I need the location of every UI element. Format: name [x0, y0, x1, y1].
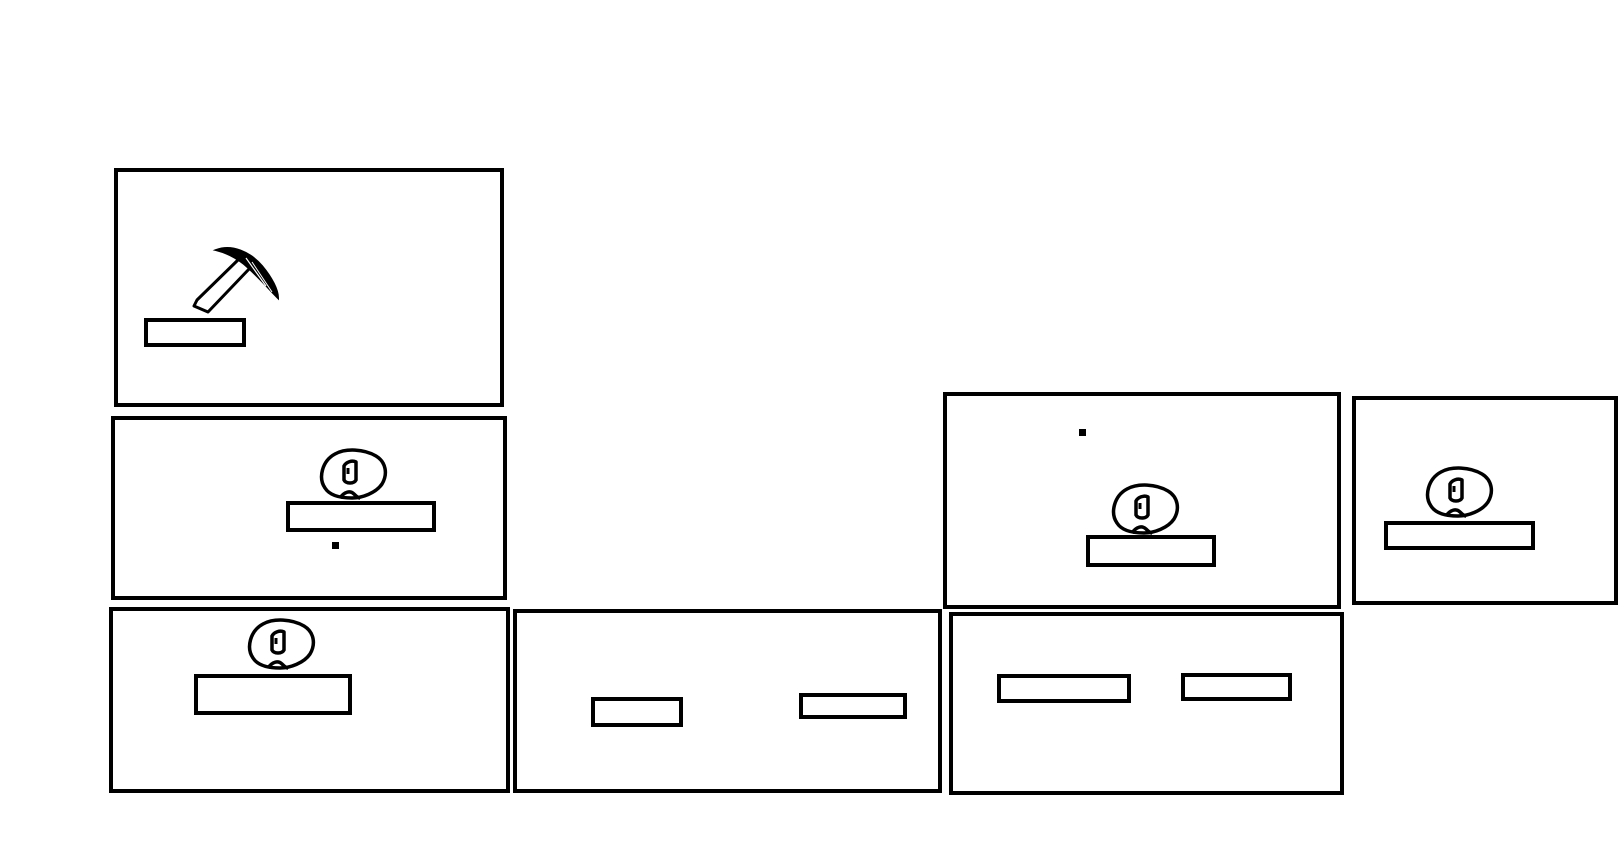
room-border	[111, 416, 507, 600]
ledge-platform	[1181, 673, 1292, 701]
room-border	[1352, 396, 1618, 605]
ledge-platform	[144, 318, 246, 347]
room-upper-right	[943, 392, 1341, 609]
rock-creature-icon[interactable]	[247, 618, 316, 670]
room-bottom-right	[949, 612, 1344, 795]
room-border	[109, 607, 510, 793]
ledge-platform	[799, 693, 907, 719]
room-bottom-left	[109, 607, 510, 793]
ledge-platform	[194, 674, 352, 715]
dot-marker	[1079, 429, 1086, 436]
rock-creature-icon[interactable]	[1425, 466, 1494, 518]
room-border	[949, 612, 1344, 795]
rock-creature-icon[interactable]	[319, 448, 388, 500]
room-border	[114, 168, 504, 407]
ledge-platform	[1384, 521, 1535, 550]
ledge-platform	[286, 501, 436, 532]
rock-creature-icon[interactable]	[1111, 483, 1180, 535]
room-bottom-center	[513, 609, 942, 793]
ledge-platform	[1086, 535, 1216, 567]
room-border	[513, 609, 942, 793]
room-far-right	[1352, 396, 1618, 605]
pickaxe-icon[interactable]	[192, 247, 280, 314]
room-top-left	[114, 168, 504, 407]
ledge-platform	[997, 674, 1131, 703]
room-border	[943, 392, 1341, 609]
room-middle-left	[111, 416, 507, 600]
ledge-platform	[591, 697, 683, 727]
dot-marker	[332, 542, 339, 549]
